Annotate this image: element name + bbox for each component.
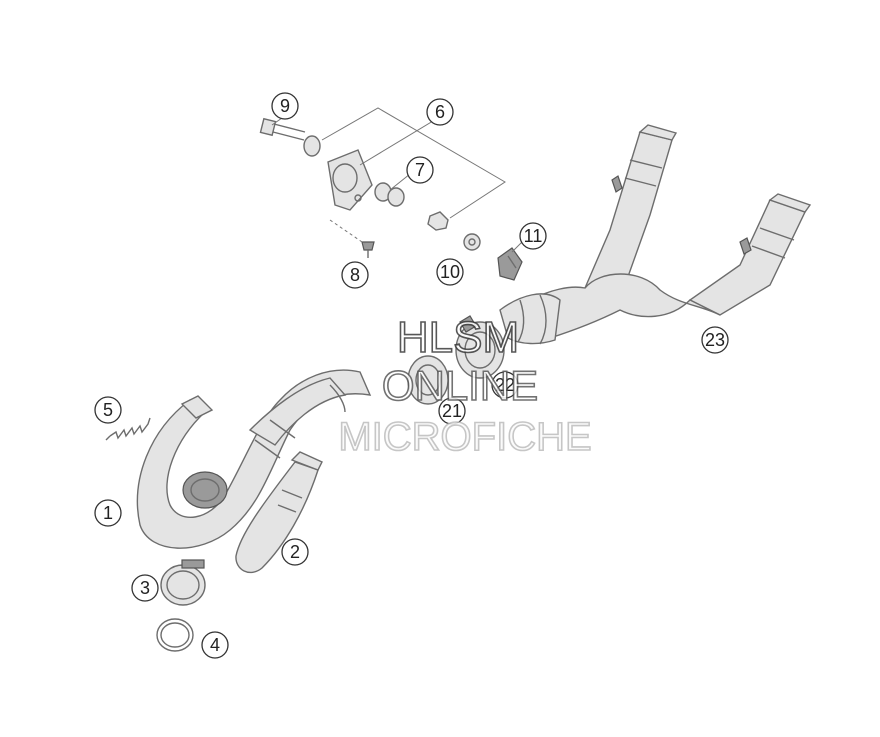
header-pipe-part-2[interactable] (235, 451, 323, 574)
clamp-part-3[interactable] (160, 559, 206, 606)
watermark-line-1: HLSM (397, 313, 519, 362)
watermark-line-2: ONLINE (382, 362, 538, 409)
y-pipe-part-23[interactable] (499, 124, 812, 345)
callout-1-label: 1 (103, 503, 113, 523)
callout-10-label: 10 (440, 262, 460, 282)
callout-5[interactable]: 5 (94, 396, 122, 424)
flange-part-6[interactable] (327, 149, 373, 211)
washer-part-10[interactable] (463, 233, 481, 251)
callout-5-label: 5 (103, 400, 113, 420)
nuts-part-7[interactable] (374, 182, 449, 231)
spring-part-5[interactable] (105, 417, 151, 441)
gasket-part-21[interactable] (407, 355, 449, 405)
callout-11[interactable]: 11 (519, 222, 547, 250)
bolt-part-9[interactable] (259, 117, 321, 157)
watermark-line-3: MICROFICHE (338, 415, 591, 459)
callout-1[interactable]: 1 (94, 499, 122, 527)
callout-4[interactable]: 4 (201, 631, 229, 659)
callout-3-label: 3 (140, 578, 150, 598)
callout-11-label: 11 (524, 226, 543, 246)
callout-9[interactable]: 9 (271, 92, 299, 120)
callout-22[interactable]: 22 (491, 371, 519, 399)
callout-8-label: 8 (350, 265, 360, 285)
callout-10[interactable]: 10 (436, 258, 464, 286)
callout-23[interactable]: 23 (701, 326, 729, 354)
callout-23-label: 23 (705, 330, 725, 350)
callout-4-label: 4 (210, 635, 220, 655)
callout-22-label: 22 (495, 375, 515, 395)
callout-3[interactable]: 3 (131, 574, 159, 602)
callout-9-label: 9 (280, 96, 290, 116)
screw-part-8[interactable] (361, 241, 375, 258)
watermark: HLSM ONLINE MICROFICHE (338, 312, 593, 460)
callout-21[interactable]: 21 (438, 397, 466, 425)
callout-7-label: 7 (415, 160, 425, 180)
leader-lines (271, 107, 523, 253)
callout-6[interactable]: 6 (426, 98, 454, 126)
callout-21-label: 21 (442, 401, 462, 421)
seal-ring-part-4[interactable] (156, 618, 194, 652)
callout-2[interactable]: 2 (281, 538, 309, 566)
callout-8[interactable]: 8 (341, 261, 369, 289)
bracket-part-11[interactable] (497, 247, 523, 281)
callout-6-label: 6 (435, 102, 445, 122)
clamp-part-22[interactable] (455, 315, 505, 379)
header-pipe-part-1[interactable] (136, 369, 372, 549)
callout-7[interactable]: 7 (406, 156, 434, 184)
callout-2-label: 2 (290, 542, 300, 562)
